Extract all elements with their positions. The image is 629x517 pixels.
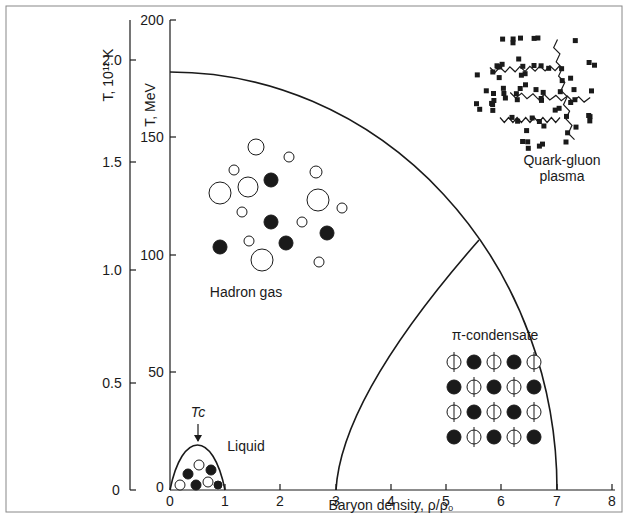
- main-axes: [170, 20, 615, 490]
- region-label: Hadron gas: [210, 284, 282, 300]
- tick-label: 1.0: [102, 262, 121, 278]
- pion-lattice: [447, 352, 541, 447]
- tc-arrow: [197, 424, 198, 441]
- axis-title: Baryon density, ρ/ρ₀: [329, 497, 454, 513]
- quark-dot: [587, 60, 592, 65]
- quark-dot: [526, 146, 531, 151]
- axis-title: T, MeV: [142, 83, 158, 127]
- quark-dot: [541, 90, 546, 95]
- gluon-string: [510, 93, 590, 103]
- quark-dot: [553, 108, 558, 113]
- pion-site: [447, 380, 461, 394]
- quark-dot: [511, 37, 516, 42]
- quark-dot: [574, 125, 579, 130]
- quark-dot: [500, 37, 505, 42]
- quark-dot: [573, 38, 578, 43]
- spin-line: [474, 377, 475, 397]
- spin-line: [494, 402, 495, 422]
- gluon-string: [554, 40, 575, 140]
- tick-label: 0.5: [102, 375, 121, 391]
- quark-dot: [516, 57, 521, 62]
- quark-dot: [474, 101, 479, 106]
- spin-line: [454, 352, 455, 372]
- tick-label: 1.5: [102, 154, 121, 170]
- quark-dot: [491, 91, 496, 96]
- tick-label: 0: [112, 482, 120, 498]
- quark-dot: [501, 91, 506, 96]
- quark-dot: [572, 87, 577, 92]
- tick-label: 8: [608, 493, 616, 509]
- spin-line: [514, 427, 515, 447]
- pion-site: [467, 355, 481, 369]
- outer-frame: [6, 6, 622, 512]
- quark-dot: [524, 128, 529, 133]
- quark-dot: [501, 86, 506, 91]
- spin-line: [514, 377, 515, 397]
- quark-dot: [588, 114, 593, 119]
- tick-label: 100: [140, 247, 163, 263]
- pion-site: [527, 430, 541, 444]
- quark-dot: [587, 118, 592, 123]
- phase-boundary: [170, 72, 557, 490]
- quark-dot: [532, 36, 537, 41]
- quark-dot: [477, 107, 482, 112]
- tick-label: 7: [553, 493, 561, 509]
- quark-dot: [564, 140, 569, 145]
- spin-line: [474, 427, 475, 447]
- tick-label: 0: [166, 493, 174, 509]
- quark-dot: [490, 108, 495, 113]
- tick-label: 150: [140, 129, 163, 145]
- spin-line: [534, 402, 535, 422]
- quark-dot: [519, 73, 524, 78]
- pion-site: [507, 355, 521, 369]
- quark-dot: [532, 63, 537, 68]
- quark-dot: [475, 72, 480, 77]
- quark-dot: [523, 82, 528, 87]
- tick-label: 200: [140, 12, 163, 28]
- quark-dot: [592, 63, 597, 68]
- tick-label: 50: [148, 364, 164, 380]
- pion-site: [487, 380, 501, 394]
- pion-site: [507, 405, 521, 419]
- spin-line: [534, 352, 535, 372]
- region-label: Quark-gluon plasma: [512, 152, 612, 184]
- quark-dot: [589, 88, 594, 93]
- quark-dot: [518, 36, 523, 41]
- quark-dot: [497, 75, 502, 80]
- gluon-string: [490, 66, 560, 73]
- critical-label: Tc: [191, 404, 205, 420]
- kelvin-axis: [130, 20, 136, 490]
- pion-site: [487, 430, 501, 444]
- quark-dot: [518, 86, 523, 91]
- spin-line: [494, 352, 495, 372]
- spin-line: [454, 402, 455, 422]
- quark-dot: [540, 142, 545, 147]
- quark-dot: [484, 88, 489, 93]
- pion-site: [527, 380, 541, 394]
- quark-dot: [495, 63, 500, 68]
- quark-dot: [491, 98, 496, 103]
- region-label: Liquid: [227, 438, 264, 454]
- tick-label: 1: [221, 493, 229, 509]
- tick-label: 2.0: [102, 52, 121, 68]
- region-label: π-condensate: [452, 327, 539, 343]
- liquid-nucleons: [175, 460, 222, 490]
- gluon-string: [500, 118, 560, 123]
- quark-dot: [568, 76, 573, 81]
- hadron-gas-particles: [209, 139, 347, 271]
- quark-dot: [503, 96, 508, 101]
- quark-gluon-particles: [474, 36, 597, 151]
- pion-site: [467, 405, 481, 419]
- tick-label: 6: [497, 493, 505, 509]
- pion-site: [447, 430, 461, 444]
- quark-dot: [520, 139, 525, 144]
- quark-dot: [525, 139, 530, 144]
- quark-dot: [534, 87, 539, 92]
- quark-dot: [541, 124, 546, 129]
- tick-label: 0: [156, 479, 164, 495]
- tick-label: 2: [276, 493, 284, 509]
